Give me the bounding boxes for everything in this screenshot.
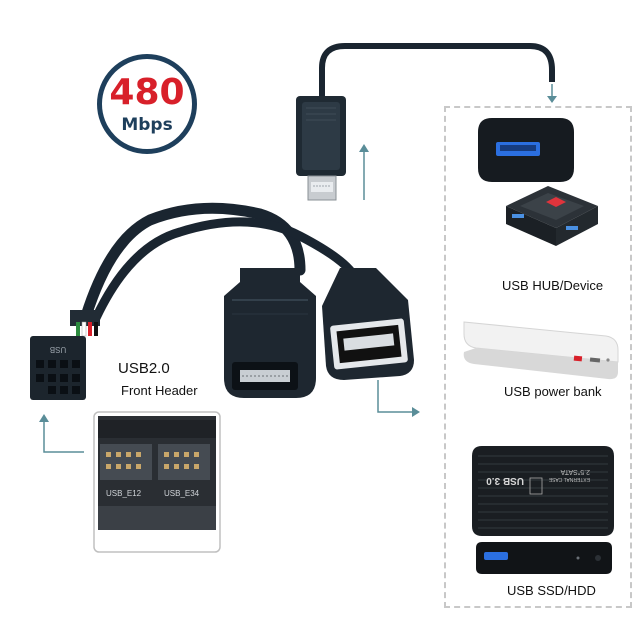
header-title: USB2.0 (118, 360, 170, 377)
y-cable (80, 202, 361, 323)
speed-badge: 480 Mbps (97, 54, 197, 154)
power-bank (463, 321, 619, 380)
arrow-right-icon (377, 380, 420, 417)
usb-a-socket (322, 268, 414, 380)
top-cable (319, 43, 555, 98)
arrow-up-icon (359, 144, 369, 200)
devices-panel (444, 106, 632, 608)
type-e-plug (296, 96, 346, 201)
device-label-ssd-hdd: USB SSD/HDD (507, 583, 596, 598)
hdd-enclosure (472, 446, 614, 536)
header-subtitle: Front Header (121, 383, 198, 398)
board-label-left: USB_E12 (106, 489, 142, 498)
board-label-right: USB_E34 (164, 489, 200, 498)
usb-port-closeup (478, 118, 574, 182)
device-label-powerbank: USB power bank (504, 384, 602, 399)
ssd-drive (476, 542, 612, 574)
connector-label: USB (50, 345, 66, 354)
hdd-model-label: 2.5"SATA (560, 468, 590, 475)
speed-value: 480 (109, 72, 185, 113)
device-label-hub: USB HUB/Device (502, 278, 604, 293)
type-e-socket (224, 268, 316, 398)
usb-hub (506, 186, 598, 246)
usb-header-connector (30, 310, 100, 400)
arrow-up-icon (39, 414, 84, 453)
hdd-brand-label: USB 3.0 (486, 475, 524, 486)
hdd-type-label: EXTERNAL CASE (548, 476, 590, 482)
motherboard-photo (93, 411, 221, 553)
speed-unit: Mbps (121, 115, 173, 135)
arrow-down-icon (547, 84, 557, 103)
